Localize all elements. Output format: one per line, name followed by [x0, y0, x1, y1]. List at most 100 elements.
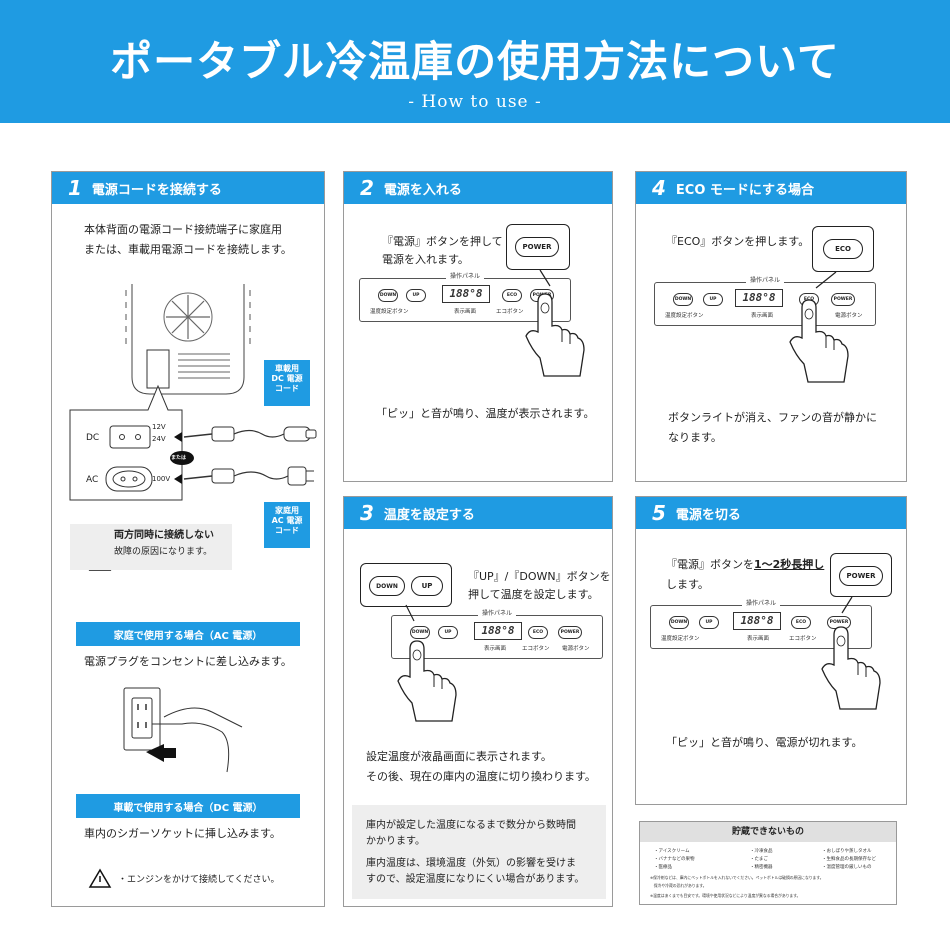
- pointing-hand-icon: [789, 271, 849, 383]
- up-button[interactable]: UP: [406, 289, 426, 302]
- step4-title: ECO モードにする場合: [675, 182, 815, 198]
- eco-button[interactable]: ECO: [528, 626, 548, 639]
- dc-cord-label-3: コード: [275, 384, 299, 393]
- car-use-bar: 車載で使用する場合（DC 電源）: [76, 794, 300, 818]
- temp-buttons-label: 温度設定ボタン: [661, 636, 700, 642]
- lcd-display: 188°8: [442, 285, 490, 303]
- appliance-back-illustration: [69, 284, 317, 888]
- page-subtitle: - How to use -: [408, 92, 542, 112]
- voltage-100v: 100V: [152, 475, 171, 483]
- power-button-label: 電源ボタン: [562, 646, 590, 652]
- ac-cord-label: 家庭用 AC 電源 コード: [264, 502, 310, 548]
- step1-line2: または、車載用電源コードを接続します。: [84, 243, 292, 256]
- step5-line1-b: 1～2秒長押し: [754, 558, 825, 571]
- step4-number: 4: [652, 176, 666, 200]
- power-callout: POWER: [506, 224, 570, 270]
- step3-number: 3: [360, 501, 374, 525]
- step3-panel: 3 温度を設定する DOWN UP 『UP』/『DOWN』ボタンを 押して温度を…: [343, 496, 613, 907]
- storage-item: ・たまご: [750, 857, 768, 862]
- lcd-display: 188°8: [474, 622, 522, 640]
- ac-cord-label-3: コード: [275, 526, 299, 535]
- step3-result1: 設定温度が液晶画面に表示されます。: [366, 750, 552, 763]
- storage-item: ・医療品: [654, 865, 672, 870]
- dc-cord-label-1: 車載用: [275, 364, 299, 373]
- step5-header: 5 電源を切る: [636, 497, 906, 529]
- eco-callout: ECO: [812, 226, 874, 272]
- eco-button-callout: ECO: [823, 239, 863, 259]
- down-button[interactable]: DOWN: [410, 626, 430, 639]
- up-button[interactable]: UP: [438, 626, 458, 639]
- temp-buttons-label: 温度設定ボタン: [370, 309, 409, 315]
- eco-button[interactable]: ECO: [791, 616, 811, 629]
- storage-table: 貯蔵できないもの ・アイスクリーム ・バナナなどの果物 ・医療品 ・冷凍食品 ・…: [639, 821, 897, 905]
- home-use-bar: 家庭で使用する場合（AC 電源）: [76, 622, 300, 646]
- eco-button-label: エコボタン: [496, 309, 524, 315]
- step4-header: 4 ECO モードにする場合: [636, 172, 906, 204]
- step3-line2: 押して温度を設定します。: [468, 588, 599, 601]
- control-panel-caption: 操作パネル: [745, 275, 785, 284]
- step5-line1-a: 『電源』ボタンを: [666, 558, 754, 571]
- storage-table-title: 貯蔵できないもの: [640, 822, 896, 842]
- storage-item: ・アイスクリーム: [654, 849, 690, 854]
- temp-buttons-label: 温度設定ボタン: [665, 313, 704, 319]
- power-button-callout: POWER: [839, 566, 883, 586]
- step1-panel: 1 電源コードを接続する 本体背面の電源コード接続端子に家庭用 または、車載用電…: [51, 171, 325, 907]
- eco-button[interactable]: ECO: [502, 289, 522, 302]
- power-button-label: 電源ボタン: [835, 313, 863, 319]
- dc-label: DC: [86, 433, 100, 443]
- pointing-hand-icon: [821, 596, 881, 710]
- step1-number: 1: [68, 176, 82, 200]
- ac-cord-label-2: AC 電源: [271, 516, 303, 525]
- step4-result1: ボタンライトが消え、ファンの音が静かに: [668, 411, 877, 424]
- down-button[interactable]: DOWN: [378, 289, 398, 302]
- eco-button-label: エコボタン: [789, 636, 817, 642]
- down-button[interactable]: DOWN: [669, 616, 689, 629]
- eco-button-label: エコボタン: [522, 646, 550, 652]
- home-use-text: 電源プラグをコンセントに差し込みます。: [84, 655, 292, 668]
- step2-header: 2 電源を入れる: [344, 172, 612, 204]
- voltage-12v: 12V: [152, 423, 166, 431]
- step2-line2: 電源を入れます。: [382, 253, 469, 266]
- up-button[interactable]: UP: [699, 616, 719, 629]
- ac-label: AC: [86, 475, 99, 485]
- display-label: 表示画面: [747, 636, 770, 642]
- page-title: ポータブル冷温庫の使用方法について: [110, 37, 840, 86]
- step3-note2: かかります。: [366, 836, 425, 847]
- step3-note1: 庫内が設定した温度になるまで数分から数時間: [366, 820, 576, 831]
- lcd-display: 188°8: [733, 612, 781, 630]
- voltage-24v: 24V: [152, 435, 166, 443]
- car-use-text: 車内のシガーソケットに挿し込みます。: [84, 827, 281, 840]
- up-button[interactable]: UP: [703, 293, 723, 306]
- step4-panel: 4 ECO モードにする場合 『ECO』ボタンを押します。 ECO 操作パネル …: [635, 171, 907, 482]
- step5-line2: します。: [666, 578, 709, 591]
- pointing-hand-icon: [397, 604, 457, 722]
- step2-title: 電源を入れる: [383, 182, 462, 198]
- storage-note: ※温度はあくまでも目安です。環境や使用状況などにより温度が異なる場合があります。: [650, 893, 801, 898]
- step2-panel: 2 電源を入れる 『電源』ボタンを押して 電源を入れます。 POWER 操作パネ…: [343, 171, 613, 482]
- storage-note: 保冷や冷蔵の恐れがあります。: [650, 883, 707, 888]
- display-label: 表示画面: [454, 309, 477, 315]
- display-label: 表示画面: [751, 313, 774, 319]
- power-button[interactable]: POWER: [831, 293, 855, 306]
- warning-title: 両方同時に接続しない: [114, 530, 214, 541]
- step2-number: 2: [360, 176, 374, 200]
- power-button[interactable]: POWER: [558, 626, 582, 639]
- step3-note3: 庫内温度は、環境温度（外気）の影響を受けま: [366, 858, 576, 869]
- down-button-callout: DOWN: [369, 576, 405, 596]
- step3-header: 3 温度を設定する: [344, 497, 612, 529]
- warning-text: 故障の原因になります。: [114, 547, 213, 557]
- step3-note-box: 庫内が設定した温度になるまで数分から数時間 かかります。 庫内温度は、環境温度（…: [352, 805, 606, 899]
- control-panel-caption: 操作パネル: [445, 271, 485, 280]
- storage-item: ・バナナなどの果物: [654, 857, 695, 862]
- lcd-display: 188°8: [735, 289, 783, 307]
- storage-item: ・温度管理の厳しいもの: [822, 865, 872, 870]
- storage-item: ・おしぼりや蒸しタオル: [822, 849, 872, 854]
- up-button-callout: UP: [411, 576, 443, 596]
- step3-title: 温度を設定する: [383, 507, 475, 523]
- down-button[interactable]: DOWN: [673, 293, 693, 306]
- or-badge: または: [171, 455, 187, 461]
- power-callout: POWER: [830, 553, 892, 597]
- page-header: ポータブル冷温庫の使用方法について - How to use -: [0, 0, 950, 123]
- car-use-warning: ・エンジンをかけて接続してください。: [118, 875, 280, 885]
- up-down-callout: DOWN UP: [360, 563, 452, 607]
